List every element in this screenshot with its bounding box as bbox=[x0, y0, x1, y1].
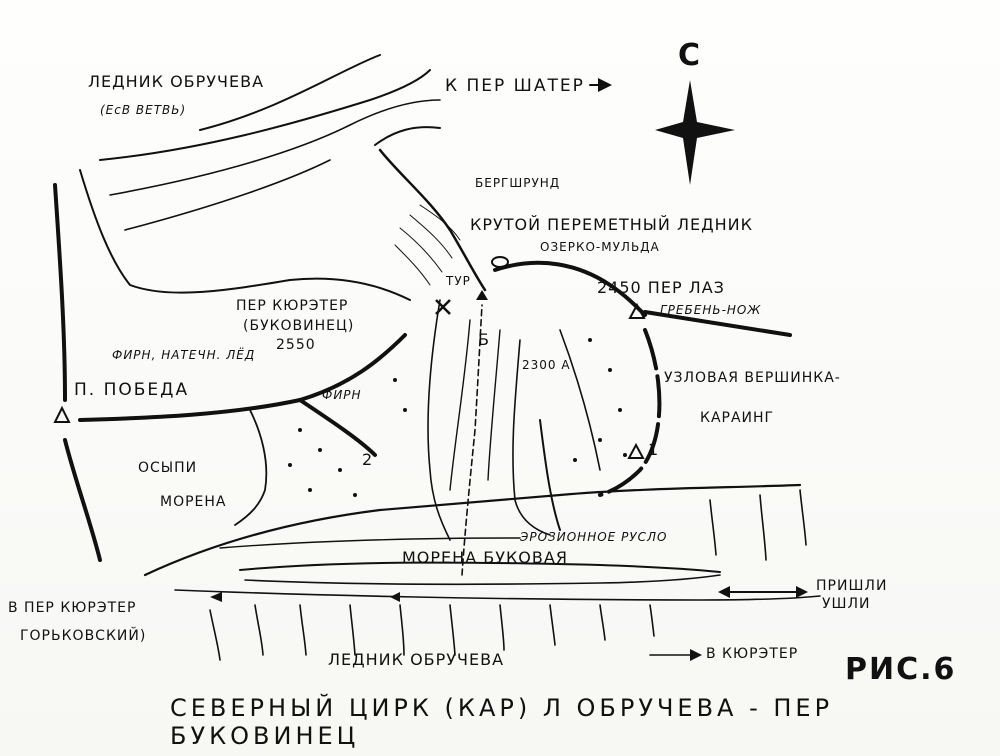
cirque-wall-left bbox=[378, 148, 487, 292]
cirque-wall-top bbox=[374, 126, 441, 146]
cross-mark bbox=[435, 299, 451, 315]
ridge-label: ГРЕБЕНЬ-НОЖ bbox=[660, 303, 762, 317]
num2-label: 2 bbox=[362, 450, 374, 469]
pass-laz-label: 2450 ПЕР ЛАЗ bbox=[597, 278, 725, 297]
glacier-bottom-label: ЛЕДНИК ОБРУЧЕВА bbox=[328, 650, 505, 669]
came-up2-label: УШЛИ bbox=[822, 596, 871, 612]
gorkovsky-label: ГОРЬКОВСКИЙ) bbox=[20, 628, 147, 644]
erosion-label: ЭРОЗИОННОЕ РУСЛО bbox=[520, 530, 668, 544]
peak-name-label: УЗЛОВАЯ ВЕРШИНКА- bbox=[664, 370, 841, 386]
pass-kyurter-label: ПЕР КЮРЭТЕР bbox=[236, 298, 349, 314]
steep-glacier-hatch-1 bbox=[419, 204, 461, 241]
knife-ridge bbox=[643, 310, 792, 337]
to-shater-label: К ПЕР ШАТЕР bbox=[445, 76, 585, 96]
glacier-top-label: ЛЕДНИК ОБРУЧЕВА bbox=[88, 72, 265, 91]
flow-line-3 bbox=[487, 329, 501, 481]
arrowhead-left bbox=[210, 592, 222, 602]
contour-upper-2 bbox=[99, 69, 431, 161]
pobeda-label: П. ПОБЕДА bbox=[74, 380, 190, 400]
arrowhead-ush bbox=[796, 586, 808, 598]
steep-glacier-hatch-3 bbox=[399, 227, 443, 273]
tur-label: ТУР bbox=[446, 274, 471, 288]
peak-name2-label: КАРАИНГ bbox=[700, 410, 775, 426]
moraine-inner bbox=[239, 561, 721, 573]
num1-label: 1 bbox=[648, 440, 660, 459]
left-ridge-top bbox=[53, 183, 67, 402]
bukovinets-label: (БУКОВИНЕЦ) bbox=[243, 318, 355, 334]
glacier-top-sub-label: (ЕсВ ВЕТВЬ) bbox=[100, 103, 187, 117]
contour-upper-3 bbox=[109, 99, 441, 196]
point1-triangle bbox=[627, 442, 645, 459]
lower-glacier-line-1 bbox=[174, 589, 821, 601]
contour-upper-4 bbox=[124, 159, 331, 231]
arrowhead-up bbox=[476, 290, 488, 300]
flow-ticks bbox=[209, 489, 807, 661]
scree-edge bbox=[234, 409, 268, 526]
map-caption: СЕВЕРНЫЙ ЦИРК (КАР) Л ОБРУЧЕВА - ПЕР БУК… bbox=[170, 694, 834, 750]
laz-triangle bbox=[628, 302, 646, 319]
to-kyurter-label: В КЮРЭТЕР bbox=[706, 646, 799, 662]
point-a-label: 2300 А bbox=[522, 358, 571, 372]
compass-star bbox=[655, 80, 735, 185]
arrowhead-lower-right bbox=[690, 649, 702, 661]
flow-line-2 bbox=[449, 319, 471, 491]
moraine-label: МОРЕНА bbox=[160, 494, 227, 510]
pobeda-ridge bbox=[78, 333, 407, 422]
steep-glacier-hatch-2 bbox=[409, 214, 453, 259]
flow-line-1 bbox=[427, 299, 451, 541]
firn-ice-label: ФИРН, НАТЕЧН. ЛЁД bbox=[112, 348, 256, 362]
glacier-edge bbox=[289, 277, 411, 301]
left-ridge-bottom bbox=[63, 438, 102, 562]
lake-mulda bbox=[491, 256, 509, 268]
bergschrund-label: БЕРГШРУНД bbox=[475, 176, 561, 190]
shater-arrowhead bbox=[598, 78, 612, 92]
flow-line-5 bbox=[559, 329, 601, 471]
inner-wall-right bbox=[539, 419, 561, 531]
contour-upper-5 bbox=[79, 169, 291, 294]
arrowhead-mid bbox=[390, 592, 400, 602]
lower-glacier-line-2 bbox=[219, 537, 521, 549]
steep-glacier-label: КРУТОЙ ПЕРЕМЕТНЫЙ ЛЕДНИК bbox=[470, 215, 753, 234]
scree-label: ОСЫПИ bbox=[138, 460, 198, 476]
flow-line-4 bbox=[512, 339, 551, 536]
lake-mulda-label: ОЗЕРКО-МУЛЬДА bbox=[540, 240, 660, 254]
figure-number: РИС.6 bbox=[845, 652, 957, 687]
moraine-top bbox=[143, 483, 802, 577]
steep-glacier-hatch-4 bbox=[394, 244, 431, 286]
to-kyurter-gork-label: В ПЕР КЮРЭТЕР bbox=[8, 600, 137, 616]
moraine-inner-2 bbox=[244, 574, 721, 586]
firn-ridge bbox=[298, 398, 377, 457]
moraine-bukovaya-label: МОРЕНА БУКОВАЯ bbox=[402, 548, 568, 567]
arrowhead-pri bbox=[718, 586, 730, 598]
came-up-label: ПРИШЛИ bbox=[816, 578, 888, 594]
ridge-line bbox=[493, 260, 647, 317]
compass-north-label: С bbox=[678, 38, 701, 73]
firn-label: ФИРН bbox=[322, 388, 362, 402]
contour-upper-1 bbox=[199, 54, 381, 131]
right-arc bbox=[598, 328, 662, 497]
height-2550-label: 2550 bbox=[276, 337, 316, 353]
point-b-label: Б bbox=[478, 330, 490, 349]
pobeda-triangle bbox=[53, 405, 71, 423]
route-line-up bbox=[461, 304, 483, 576]
